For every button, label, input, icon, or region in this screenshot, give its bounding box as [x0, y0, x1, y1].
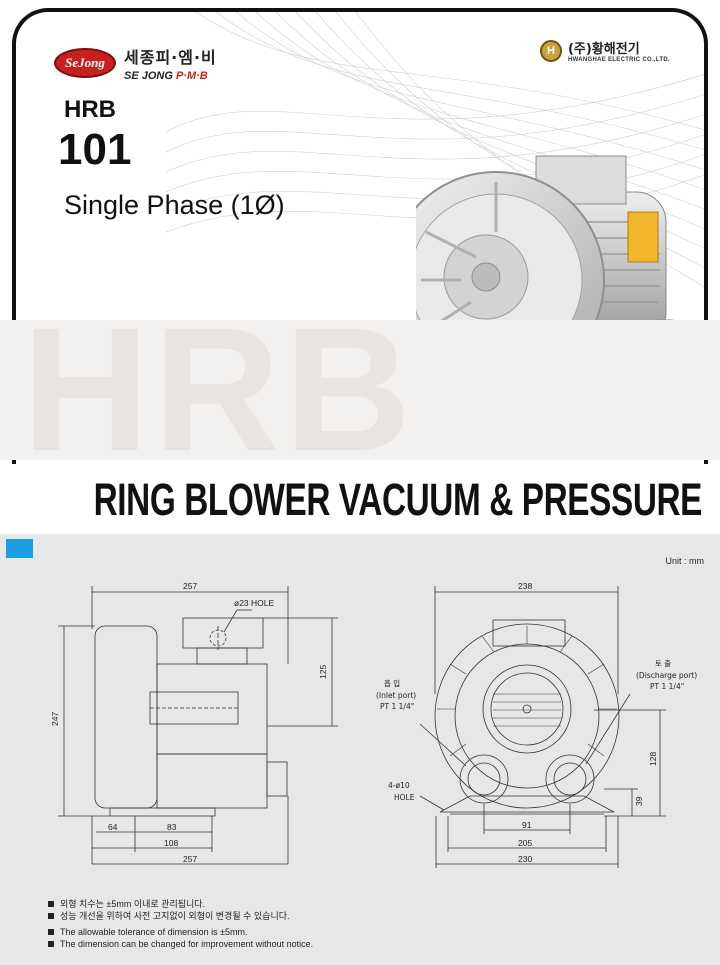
- partner-name-korean: (주)황해전기: [567, 42, 640, 57]
- holes-label: 4-ø10: [388, 781, 410, 790]
- hwanghae-logo: H (주)황해전기 HWANGHAE ELECTRIC CO.,LTD.: [539, 38, 670, 63]
- sejong-logo: SeJong 세종피·엠·비 SE JONG P·M·B: [54, 44, 217, 82]
- banner-title: RING BLOWER VACUUM & PRESSURE: [93, 474, 703, 525]
- product-series: HRB: [64, 96, 116, 123]
- note-en-2: The dimension can be changed for improve…: [60, 939, 314, 949]
- inlet-label-english: (Inlet port): [376, 691, 416, 700]
- discharge-label-korean: 토 출: [655, 658, 671, 668]
- dim-108: 108: [164, 838, 178, 848]
- brand-name-english: SE JONG P·M·B: [124, 70, 208, 82]
- inlet-label-korean: 흡 입: [384, 678, 400, 688]
- holes-word: HOLE: [394, 793, 415, 802]
- dim-205: 205: [518, 838, 532, 848]
- hwanghae-emblem-icon: H: [539, 39, 562, 62]
- unit-label: Unit : mm: [665, 556, 704, 566]
- dim-front-width-top: 238: [518, 581, 532, 591]
- dim-91: 91: [522, 820, 532, 830]
- dimension-drawing-panel: Unit : mm: [0, 534, 720, 965]
- partner-name-english: HWANGHAE ELECTRIC CO.,LTD.: [567, 57, 670, 63]
- dim-83: 83: [167, 822, 177, 832]
- product-model: 101: [58, 125, 132, 174]
- watermark-band: [0, 320, 720, 460]
- dimension-drawing: 257 ø23 HOLE 125 247 64 83 108 257 238 흡…: [50, 581, 697, 868]
- tolerance-notes: 외형 치수는 ±5mm 이내로 관리됩니다. 성능 개선을 위하여 사전 고지없…: [48, 898, 313, 954]
- dim-64: 64: [108, 822, 118, 832]
- dim-side-height-right: 125: [318, 665, 328, 679]
- sejong-logo-mark: SeJong: [54, 48, 116, 78]
- brand-name-korean: 세종피·엠·비: [124, 48, 217, 67]
- inlet-size: PT 1 1/4": [380, 702, 414, 711]
- dim-39: 39: [634, 796, 644, 806]
- dim-side-width-top: 257: [183, 581, 197, 591]
- product-phase: Single Phase (1Ø): [64, 190, 285, 220]
- discharge-size: PT 1 1/4": [650, 682, 684, 691]
- dim-128: 128: [648, 752, 658, 766]
- note-kr-1: 외형 치수는 ±5mm 이내로 관리됩니다.: [60, 899, 206, 909]
- dim-side-width-bottom: 257: [183, 854, 197, 864]
- discharge-label-english: (Discharge port): [636, 671, 697, 680]
- note-en-1: The allowable tolerance of dimension is …: [60, 927, 248, 937]
- dim-230: 230: [518, 854, 532, 864]
- dim-side-height-left: 247: [50, 712, 60, 726]
- series-watermark: HRB: [22, 292, 416, 488]
- section-marker: [6, 539, 33, 558]
- dim-hole-label: ø23 HOLE: [234, 598, 274, 608]
- note-kr-2: 성능 개선을 위하여 사전 고지없이 외형이 변경될 수 있습니다.: [60, 911, 290, 921]
